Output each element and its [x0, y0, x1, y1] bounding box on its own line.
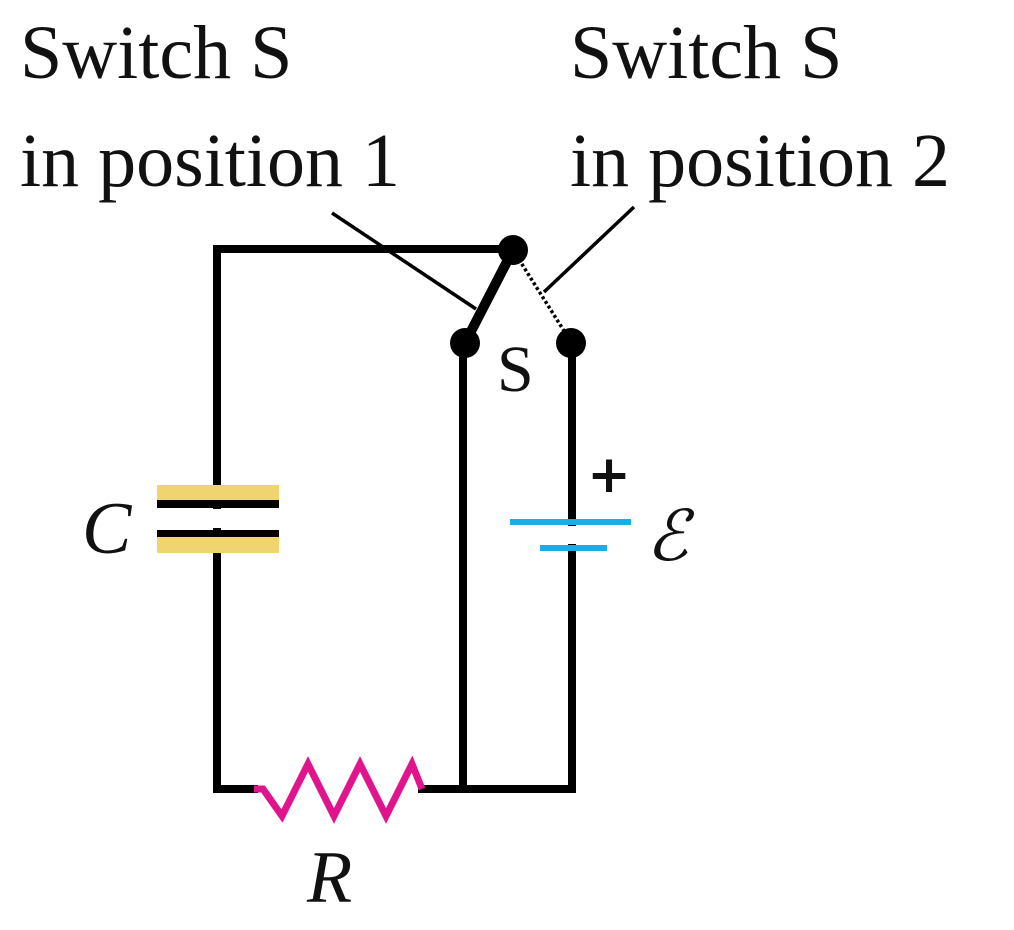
capacitor-top-plate: [157, 500, 279, 508]
resistor: [254, 755, 426, 824]
switch: [450, 235, 586, 358]
battery: [510, 519, 631, 551]
switch-arm-position-1: [460, 245, 518, 348]
switch-contact-1-terminal: [450, 328, 480, 358]
switch-label: S: [497, 333, 534, 406]
battery-plus-sign: +: [587, 445, 631, 505]
switch-position-1-caption-line1: Switch S: [20, 11, 292, 95]
leader-line-position-2: [542, 205, 636, 294]
capacitor-bottom-highlight: [157, 537, 279, 553]
resistor-label: R: [306, 837, 352, 919]
switch-position-2-caption-line2: in position 2: [570, 119, 950, 203]
capacitor-label: C: [82, 488, 133, 570]
switch-position-1-caption-line2: in position 1: [20, 119, 400, 203]
switch-contact-2-terminal: [556, 328, 586, 358]
capacitor-bottom-plate: [157, 530, 279, 538]
capacitor: [157, 485, 279, 553]
capacitor-top-highlight: [157, 485, 279, 501]
switch-position-2-caption-line1: Switch S: [570, 11, 842, 95]
leader-line-position-1: [331, 211, 477, 311]
emf-label: ℰ: [646, 499, 695, 576]
switch-arm-position-2: [511, 249, 573, 343]
switch-pivot-terminal: [498, 235, 528, 265]
